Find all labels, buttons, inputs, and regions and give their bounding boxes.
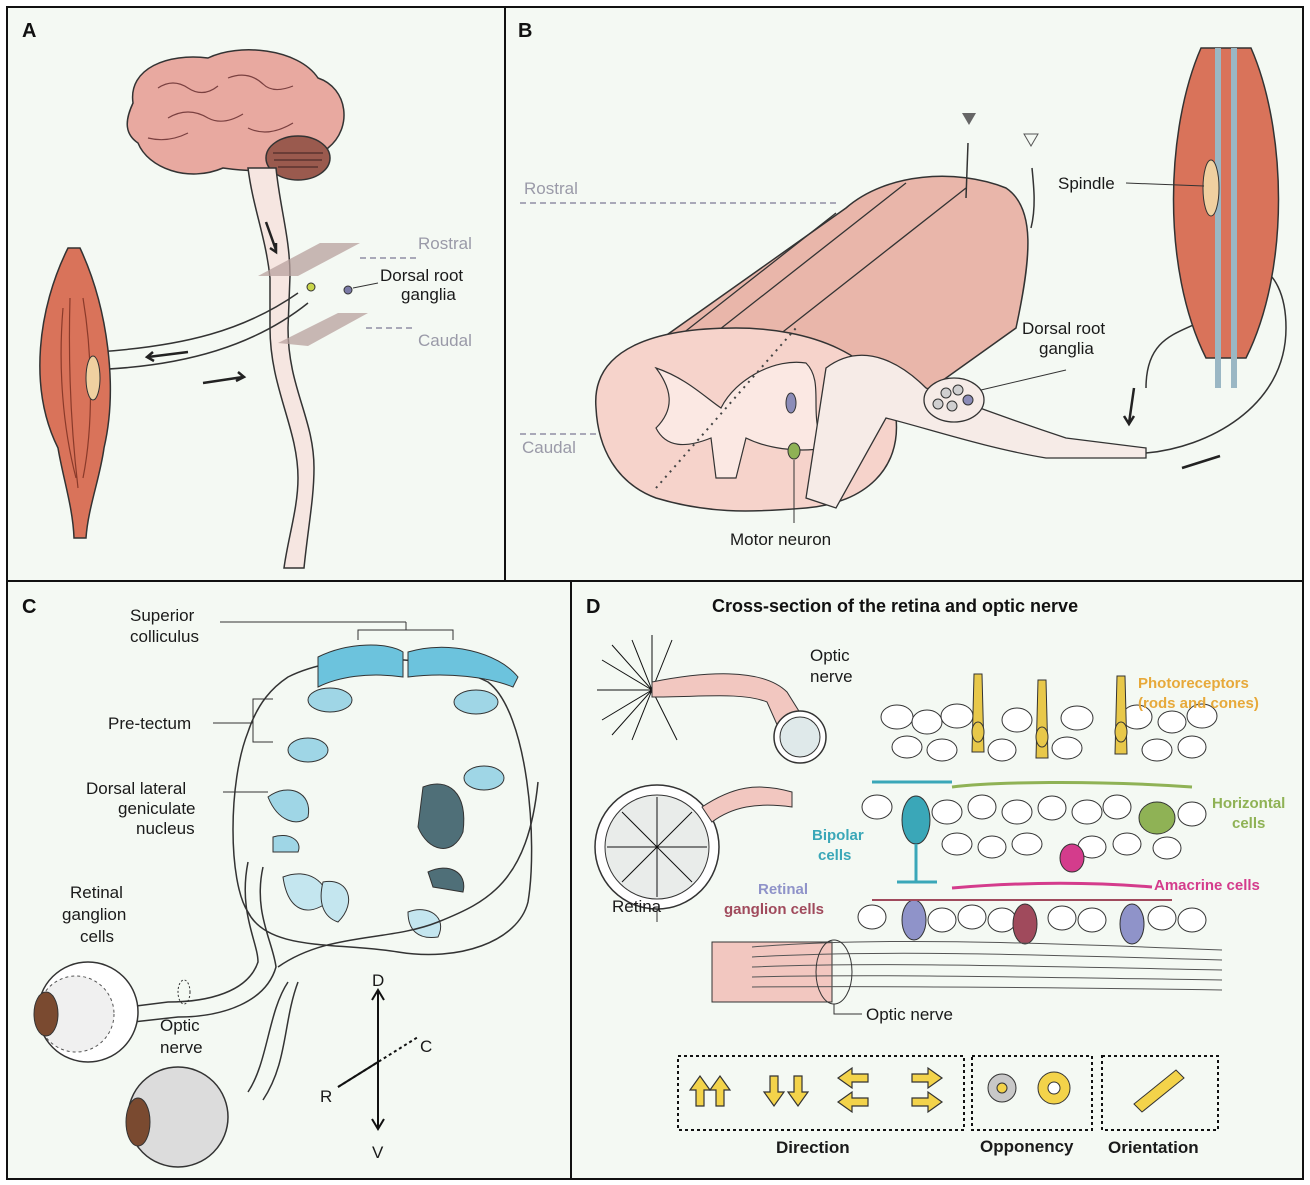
- direction-arrows: [690, 1068, 942, 1112]
- panel-c: C Superior colliculus Pre-tectum: [6, 580, 572, 1180]
- label-rostral-b: Rostral: [524, 179, 578, 198]
- label-drg-a-2: ganglia: [401, 285, 456, 304]
- drg-b: [924, 378, 984, 422]
- pretectum-right-2: [464, 766, 504, 790]
- label-amacrine: Amacrine cells: [1154, 877, 1260, 894]
- panel-c-drawing: Superior colliculus Pre-tectum Dorsal la…: [8, 582, 570, 1178]
- optic-nerve-bundle: [712, 942, 832, 1002]
- panel-d-drawing: Cross-section of the retina and optic ne…: [572, 582, 1302, 1178]
- label-optic-nerve-d: Optic nerve: [866, 1005, 953, 1024]
- label-motor-neuron: Motor neuron: [730, 530, 831, 549]
- muscle-b: [1174, 48, 1279, 358]
- panel-b-drawing: Rostral Caudal Motor neuron Dorsal root …: [506, 8, 1302, 580]
- label-dlgn-1: Dorsal lateral: [86, 779, 186, 798]
- label-rgc-d-2: ganglion cells: [724, 901, 824, 918]
- rgc-cell-3: [1120, 904, 1144, 944]
- rgc-cell-1: [902, 900, 926, 940]
- label-rgc-d-1: Retinal: [758, 881, 808, 898]
- label-horizontal-1: Horizontal: [1212, 795, 1285, 812]
- label-horizontal-2: cells: [1232, 815, 1265, 832]
- label-rgc-c-1: Retinal: [70, 883, 123, 902]
- label-rostral-a: Rostral: [418, 234, 472, 253]
- legend-label-orientation: Orientation: [1108, 1138, 1199, 1157]
- label-retina: Retina: [612, 897, 662, 916]
- amacrine-cell: [1060, 844, 1084, 872]
- label-dlgn-3: nucleus: [136, 819, 195, 838]
- axis-label-r: R: [320, 1087, 332, 1106]
- bipolar-cell: [902, 796, 930, 844]
- label-spindle: Spindle: [1058, 174, 1115, 193]
- label-pretectum: Pre-tectum: [108, 714, 191, 733]
- axis-label-c: C: [420, 1037, 432, 1056]
- label-photoreceptors-1: Photoreceptors: [1138, 675, 1249, 692]
- label-drg-b-1: Dorsal root: [1022, 319, 1105, 338]
- label-bipolar-1: Bipolar: [812, 827, 864, 844]
- label-optic-d-1: Optic: [810, 646, 850, 665]
- label-optic-c-1: Optic: [160, 1016, 200, 1035]
- caudal-plane: [278, 313, 368, 346]
- panel-a: A Rostral Caudal Dorsal root ganglia: [6, 6, 506, 582]
- panel-d-title: Cross-section of the retina and optic ne…: [712, 596, 1078, 616]
- legend-label-direction: Direction: [776, 1138, 850, 1157]
- panel-d: D Cross-section of the retina and optic …: [570, 580, 1304, 1180]
- axis-label-d: D: [372, 971, 384, 990]
- label-drg-a-1: Dorsal root: [380, 266, 463, 285]
- pretectum-right-1: [454, 690, 498, 714]
- label-rgc-c-3: cells: [80, 927, 114, 946]
- label-optic-d-2: nerve: [810, 667, 853, 686]
- label-optic-c-2: nerve: [160, 1038, 203, 1057]
- label-dlgn-2: geniculate: [118, 799, 196, 818]
- muscle-a: [40, 248, 110, 538]
- lgn-right: [418, 784, 464, 848]
- label-drg-b-2: ganglia: [1039, 339, 1094, 358]
- legend-label-opponency: Opponency: [980, 1137, 1074, 1156]
- axis-label-v: V: [372, 1143, 384, 1162]
- label-superior-1: Superior: [130, 606, 195, 625]
- rgc-cell-2: [1013, 904, 1037, 944]
- label-caudal-b: Caudal: [522, 438, 576, 457]
- cell-layer-outer: [881, 704, 1217, 761]
- panel-a-drawing: Rostral Caudal Dorsal root ganglia: [8, 8, 504, 580]
- label-photoreceptors-2: (rods and cones): [1138, 695, 1259, 712]
- label-superior-2: colliculus: [130, 627, 199, 646]
- spinal-cord: [248, 168, 314, 568]
- panel-b: B Rostral Caudal Motor neuron D: [504, 6, 1304, 582]
- label-caudal-a: Caudal: [418, 331, 472, 350]
- label-rgc-c-2: ganglion: [62, 905, 126, 924]
- label-bipolar-2: cells: [818, 847, 851, 864]
- orientation-bar-icon: [1134, 1070, 1184, 1112]
- pretectum-left-2: [288, 738, 328, 762]
- pretectum-left-1: [308, 688, 352, 712]
- horizontal-cell: [1139, 802, 1175, 834]
